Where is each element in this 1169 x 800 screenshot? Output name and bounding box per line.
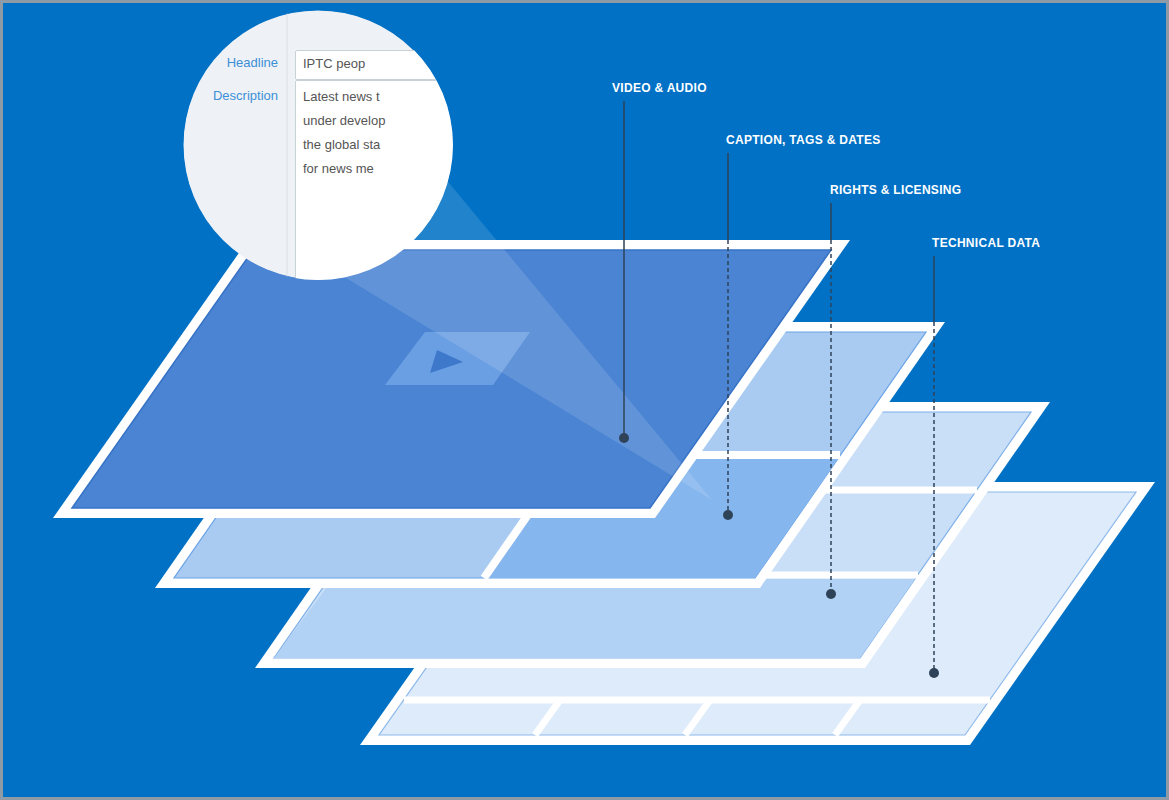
leader-dot — [826, 589, 836, 599]
field-value-line: the global sta — [303, 133, 453, 157]
leader-line — [623, 101, 625, 438]
leader-line — [727, 153, 729, 240]
form-divider — [287, 10, 288, 280]
textarea-field: Latest news tunder developthe global sta… — [295, 80, 453, 280]
field-value-line: for news me — [303, 157, 453, 181]
layer-band — [274, 579, 915, 658]
leader-dot — [929, 668, 939, 678]
leader-line — [933, 322, 935, 673]
layer-label: VIDEO & AUDIO — [612, 81, 707, 95]
grid-line — [535, 700, 560, 735]
grid-line — [835, 700, 860, 735]
leader-line — [830, 203, 832, 240]
leader-dot — [619, 433, 629, 443]
field-value: IPTC peop — [303, 51, 453, 77]
play-icon — [430, 350, 463, 373]
leader-line — [830, 240, 832, 594]
field-value-line: under develop — [303, 109, 453, 133]
field-label: Description — [183, 88, 278, 104]
field-value-line: Latest news t — [303, 85, 453, 109]
leader-dot — [723, 510, 733, 520]
layer-label: RIGHTS & LICENSING — [830, 183, 961, 197]
magnifier-circle: HeadlineDescription IPTC peopLatest news … — [183, 10, 453, 280]
field-label: Headline — [183, 55, 278, 71]
grid-line — [685, 700, 710, 735]
layer-label: CAPTION, TAGS & DATES — [726, 133, 881, 147]
leader-line — [933, 256, 935, 322]
layer-label: TECHNICAL DATA — [932, 236, 1040, 250]
leader-line — [727, 240, 729, 515]
grid-line — [404, 697, 990, 704]
input-field: IPTC peop — [295, 50, 453, 80]
